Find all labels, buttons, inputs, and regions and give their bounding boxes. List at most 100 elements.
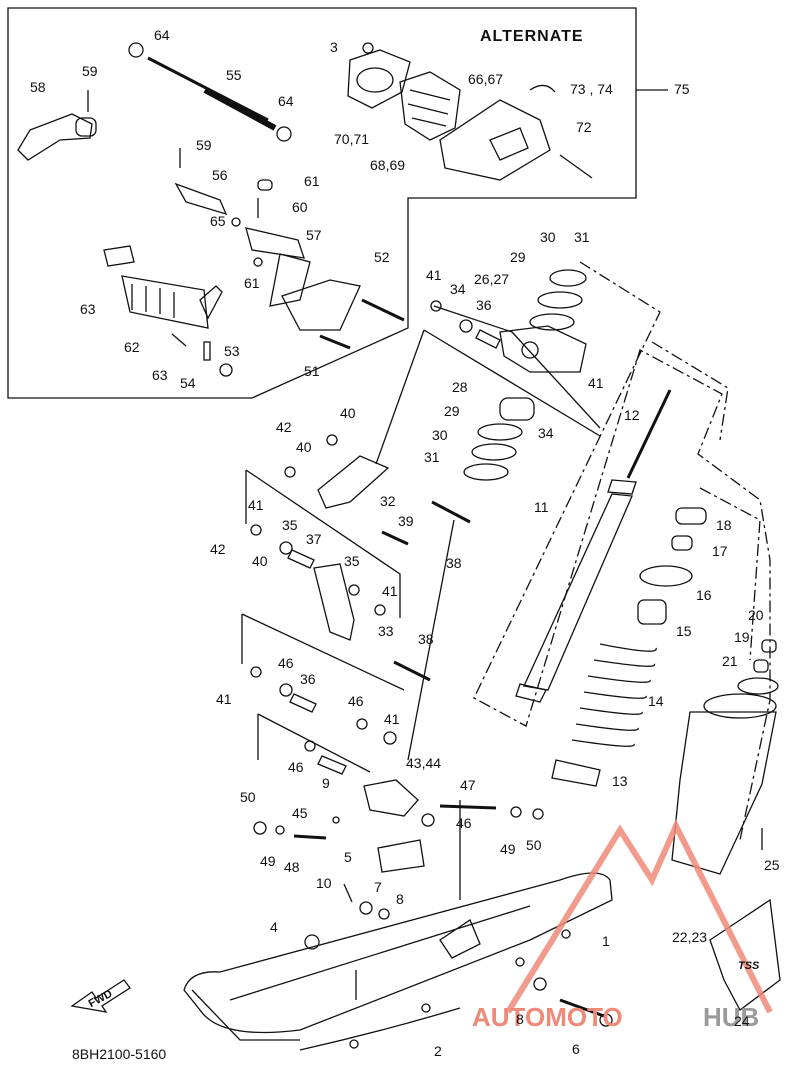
callout-56: 56 [212, 167, 228, 183]
callout-5: 5 [344, 849, 352, 865]
callout-46b: 46 [348, 693, 364, 709]
callout-35a: 35 [282, 517, 298, 533]
callout-45: 45 [292, 805, 308, 821]
callout-32: 32 [380, 493, 396, 509]
callout-34a: 34 [450, 281, 466, 297]
callout-18: 18 [716, 517, 732, 533]
callout-7: 7 [374, 879, 382, 895]
callout-59b: 59 [196, 137, 212, 153]
callout-35b: 35 [344, 553, 360, 569]
callout-66-67: 66,67 [468, 71, 504, 87]
watermark-triangle [505, 819, 773, 1014]
upper-linkage-parts [17, 42, 405, 377]
callout-2: 2 [434, 1043, 442, 1059]
callout-40b: 40 [296, 439, 312, 455]
spring-and-shock-body [551, 507, 779, 875]
callout-55: 55 [226, 67, 242, 83]
alternate-housing-group [347, 42, 593, 181]
callout-33: 33 [378, 623, 394, 639]
callout-41c: 41 [248, 497, 264, 513]
callout-17: 17 [712, 543, 728, 559]
callout-42a: 42 [276, 419, 292, 435]
callout-43-44: 43,44 [406, 755, 442, 771]
callout-3: 3 [330, 39, 338, 55]
callout-9: 9 [322, 775, 330, 791]
callout-19: 19 [734, 629, 750, 645]
callout-30a: 30 [540, 229, 556, 245]
callout-48: 48 [284, 859, 300, 875]
callout-64a: 64 [154, 27, 170, 43]
callout-64b: 64 [278, 93, 294, 109]
callout-26-27: 26,27 [474, 271, 510, 287]
callout-15: 15 [676, 623, 692, 639]
callout-59a: 59 [82, 63, 98, 79]
callout-11: 11 [534, 499, 549, 515]
callout-13: 13 [612, 773, 628, 789]
callout-39: 39 [398, 513, 414, 529]
callout-36b: 36 [300, 671, 316, 687]
callout-14: 14 [648, 693, 664, 709]
callout-46c: 46 [288, 759, 304, 775]
callout-60: 60 [292, 199, 308, 215]
callout-46d: 46 [456, 815, 472, 831]
callout-41d: 41 [382, 583, 398, 599]
callout-41b: 41 [588, 375, 604, 391]
callout-38a: 38 [446, 555, 462, 571]
watermark-right: HUB [703, 1002, 760, 1032]
callout-73-74: 73 , 74 [570, 81, 613, 97]
callout-75: 75 [674, 81, 690, 97]
callout-49b: 49 [500, 841, 516, 857]
callout-50b: 50 [526, 837, 542, 853]
callout-1: 1 [602, 933, 610, 949]
callout-36a: 36 [476, 297, 492, 313]
callout-58: 58 [30, 79, 46, 95]
callout-29a: 29 [510, 249, 526, 265]
watermark-left: AUTOMOTO [472, 1002, 623, 1032]
callout-22-23: 22,23 [672, 929, 708, 945]
callout-40c: 40 [252, 553, 268, 569]
callout-46a: 46 [278, 655, 294, 671]
ski-assembly [183, 872, 781, 1051]
callout-62: 62 [124, 339, 140, 355]
callout-63a: 63 [80, 301, 96, 317]
callout-8a: 8 [396, 891, 404, 907]
callout-42b: 42 [210, 541, 226, 557]
callout-50a: 50 [240, 789, 256, 805]
drawing-code: 8BH2100-5160 [72, 1046, 167, 1062]
callout-52: 52 [374, 249, 390, 265]
callout-61b: 61 [244, 275, 260, 291]
callout-61a: 61 [304, 173, 320, 189]
callout-16: 16 [696, 587, 712, 603]
callout-12: 12 [624, 407, 640, 423]
tss-label: TSS [738, 960, 760, 972]
callout-20: 20 [748, 607, 764, 623]
callout-24: 24 [734, 1013, 750, 1029]
callout-31b: 31 [424, 449, 440, 465]
callout-70-71: 70,71 [334, 131, 370, 147]
callout-53: 53 [224, 343, 240, 359]
callout-63b: 63 [152, 367, 168, 383]
middle-link-outline [375, 305, 601, 465]
callout-40a: 40 [340, 405, 356, 421]
callout-8b: 8 [516, 1011, 524, 1027]
callout-4: 4 [270, 919, 278, 935]
callout-72: 72 [576, 119, 592, 135]
callout-68-69: 68,69 [370, 157, 406, 173]
callout-34b: 34 [538, 425, 554, 441]
callout-6: 6 [572, 1041, 580, 1057]
shock-assembly-outline [473, 261, 771, 841]
callout-41a: 41 [426, 267, 442, 283]
callout-38b: 38 [418, 631, 434, 647]
fwd-arrow-icon [70, 979, 131, 1013]
callout-51: 51 [304, 363, 320, 379]
callout-31a: 31 [574, 229, 590, 245]
callout-49a: 49 [260, 853, 276, 869]
callout-41e: 41 [216, 691, 232, 707]
callout-29b: 29 [444, 403, 460, 419]
callout-30b: 30 [432, 427, 448, 443]
middle-link-parts [250, 269, 587, 920]
upper-linkage-enclosure [7, 7, 637, 399]
callout-41f: 41 [384, 711, 400, 727]
callout-10: 10 [316, 875, 332, 891]
